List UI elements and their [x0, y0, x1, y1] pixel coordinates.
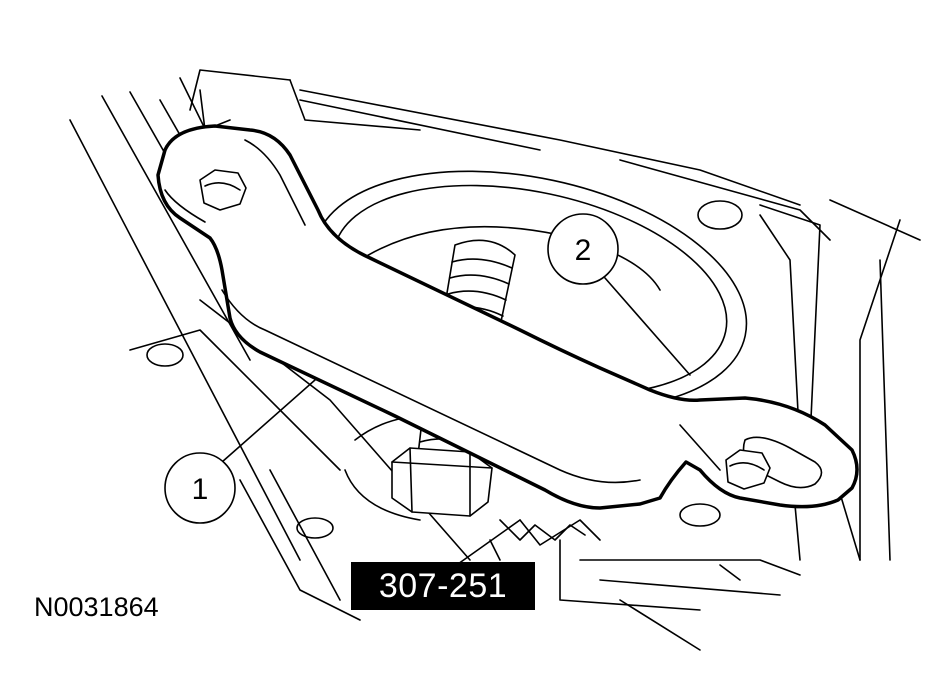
- callout-2-circle: [548, 214, 618, 284]
- remover-bracket: [158, 126, 857, 508]
- housing-hole: [147, 201, 742, 538]
- callout-2-number: 2: [575, 234, 592, 267]
- bracket-bolt-right: [726, 450, 770, 489]
- callout-2-leader: [605, 278, 690, 375]
- callout-1-leader: [222, 380, 315, 462]
- special-tool-label: 307-251: [351, 562, 535, 610]
- figure-id: N0031864: [34, 592, 159, 622]
- callout-1-number: 1: [192, 473, 209, 506]
- bracket-bolt-left: [200, 170, 246, 210]
- tool-label-leader: [458, 520, 520, 564]
- transmission-housing: [70, 70, 920, 650]
- callout-1-circle: [165, 453, 235, 523]
